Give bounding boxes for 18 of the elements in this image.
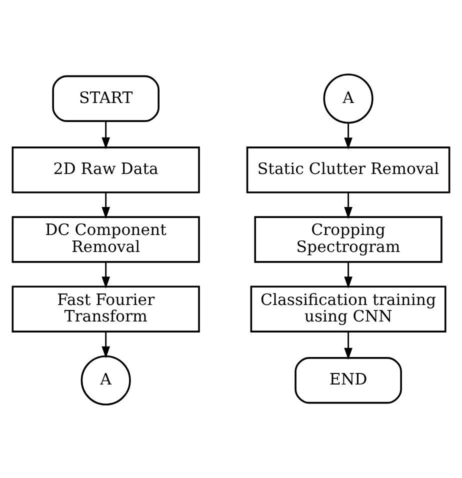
arrow [102, 331, 110, 358]
arrow [344, 262, 352, 288]
arrow [344, 331, 352, 360]
arrow [102, 262, 110, 288]
node-box: Cropping Spectrogram [254, 216, 442, 262]
node-circle: A [323, 73, 374, 124]
arrow [344, 122, 352, 149]
node-box: 2D Raw Data [12, 146, 200, 193]
node-box: END [294, 356, 402, 404]
node-box: Fast Fourier Transform [12, 285, 200, 332]
node-box: DC Component Removal [12, 216, 200, 262]
arrow [102, 120, 110, 149]
node-box: Static Clutter Removal [246, 146, 450, 193]
node-circle: A [80, 354, 131, 405]
arrow [344, 192, 352, 218]
node-box: START [52, 74, 160, 122]
arrow [102, 192, 110, 218]
node-box: Classification training using CNN [250, 285, 446, 332]
